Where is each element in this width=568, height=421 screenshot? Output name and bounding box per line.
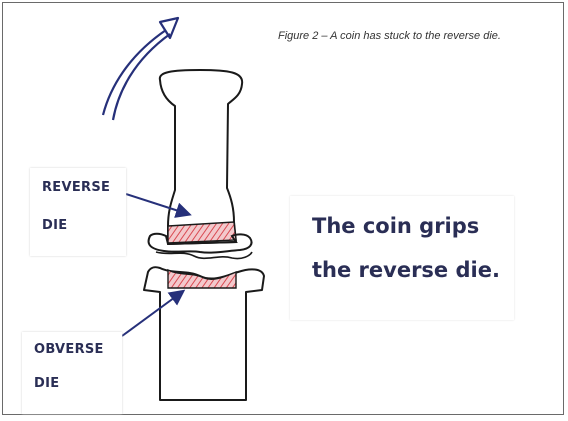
reverse-die-pointer-arrow <box>125 193 192 218</box>
obverse-die-label-line2: DIE <box>34 376 60 391</box>
reverse-die-label: REVERSE DIE <box>30 168 126 256</box>
obverse-die-label: OBVERSE DIE <box>22 332 122 414</box>
reverse-die-label-line1: REVERSE <box>42 180 111 195</box>
figure-caption: Figure 2 – A coin has stuck to the rever… <box>278 30 501 42</box>
callout-box: The coin grips the reverse die. <box>290 196 514 320</box>
callout-line2: the reverse die. <box>312 258 500 282</box>
callout-line1: The coin grips <box>312 214 480 238</box>
upward-arrow-icon <box>101 16 180 121</box>
coin-wavy-edge <box>155 251 253 260</box>
reverse-die-shape <box>158 69 244 245</box>
obverse-die-label-line1: OBVERSE <box>34 342 104 357</box>
obverse-die-shape <box>143 266 265 401</box>
obverse-die-pointer-arrow <box>121 289 186 337</box>
reverse-die-face <box>167 221 237 244</box>
reverse-die-label-line2: DIE <box>42 218 68 233</box>
stuck-coin <box>147 232 253 254</box>
obverse-die-face <box>167 268 237 289</box>
